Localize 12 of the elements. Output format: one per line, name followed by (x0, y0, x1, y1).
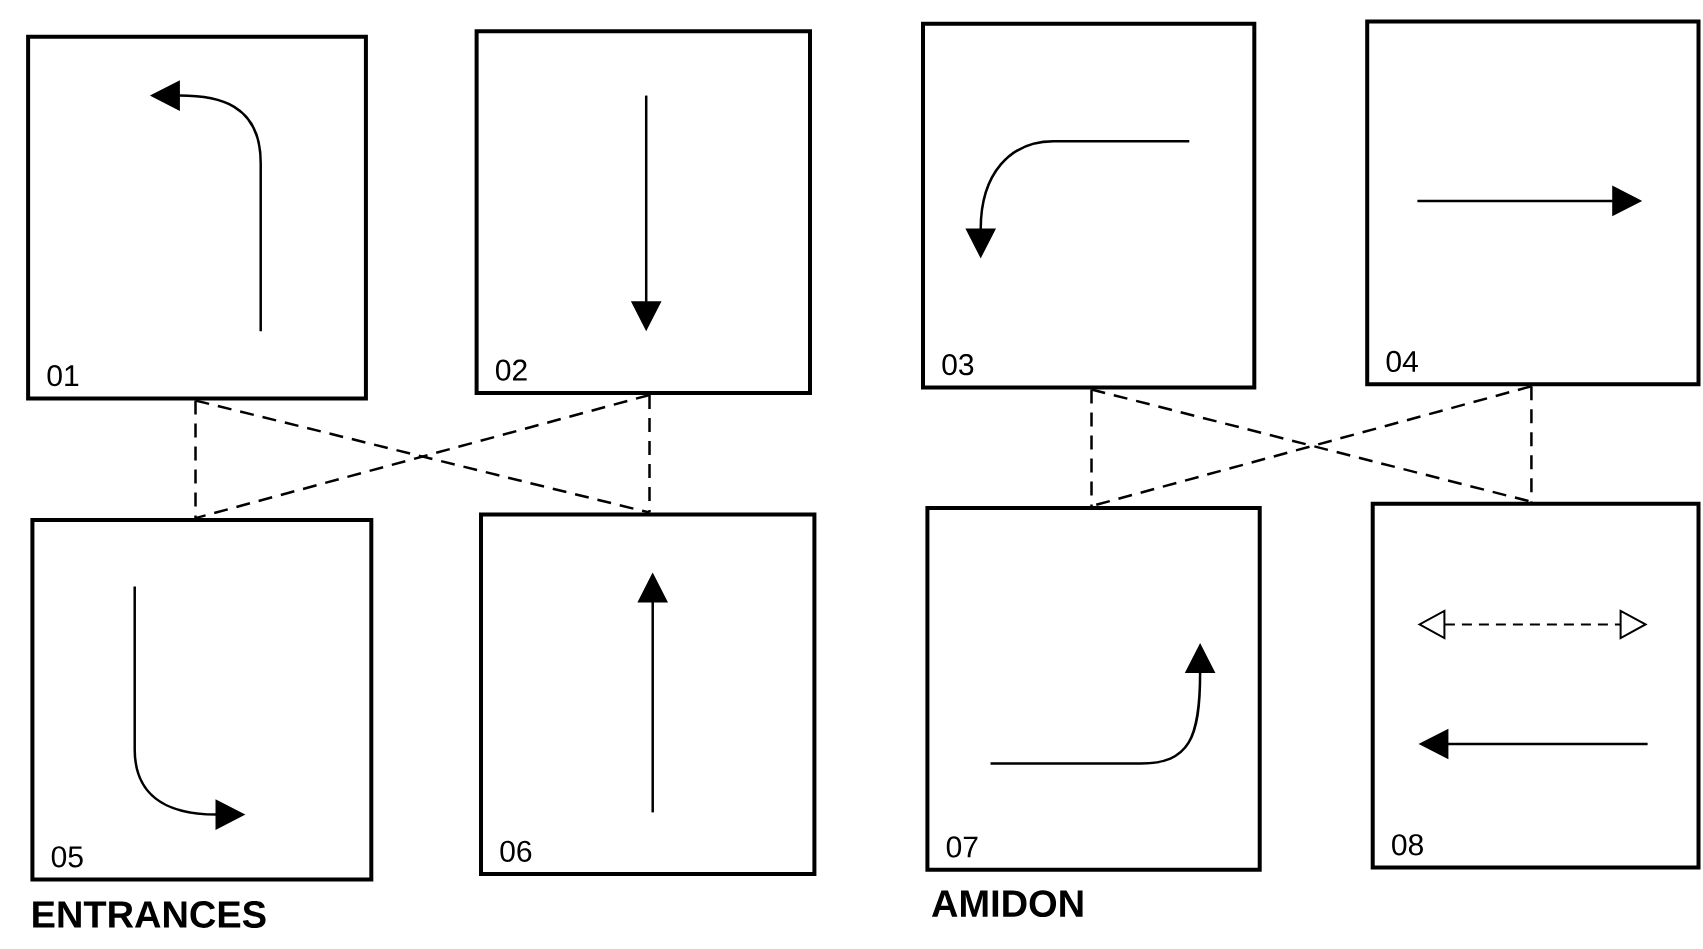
panel-box: 05 (30, 518, 374, 882)
connector-line (648, 395, 651, 513)
panel-box: 06 (479, 512, 817, 877)
panel-box: 03 (921, 21, 1257, 390)
panel-box: 07 (925, 506, 1262, 872)
panel-box: 01 (26, 34, 368, 401)
panel-box: 02 (474, 29, 812, 395)
connector-line (1530, 386, 1533, 502)
connector-line (1090, 389, 1093, 507)
connector-line (194, 400, 197, 519)
panel-box: 08 (1370, 501, 1701, 870)
panel-box: 04 (1365, 19, 1701, 387)
